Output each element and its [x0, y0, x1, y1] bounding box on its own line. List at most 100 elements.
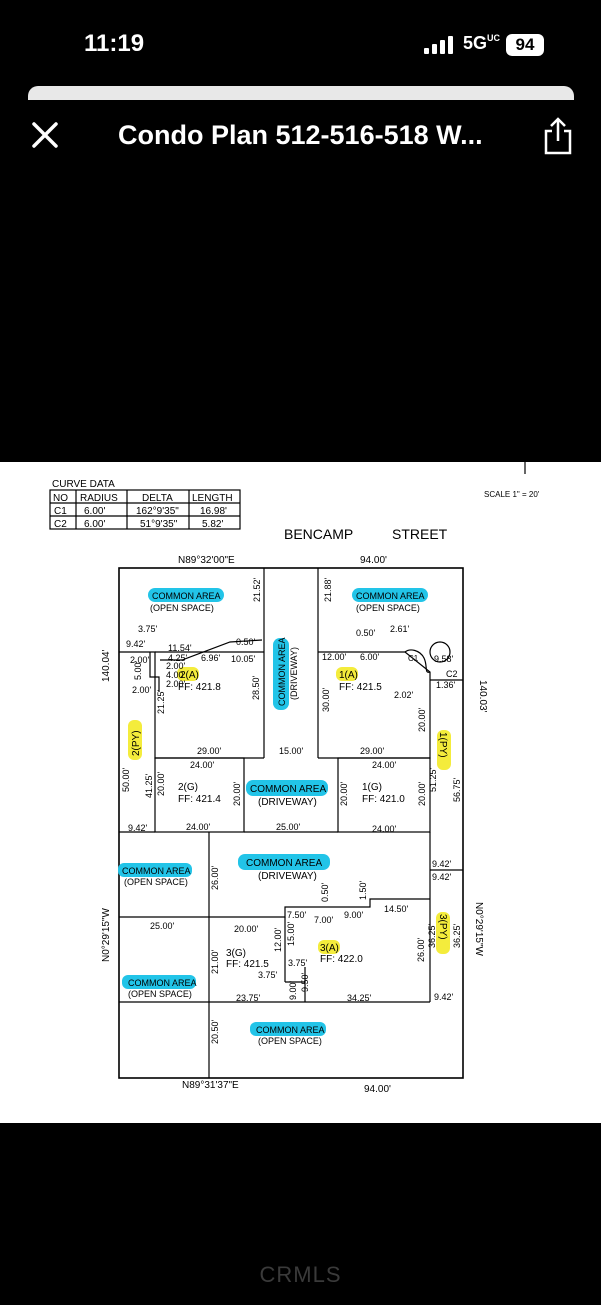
curve-c2-delta: 51°9'35"	[140, 519, 178, 530]
dim: 41.25'	[144, 773, 154, 798]
dim: 50.00'	[121, 767, 131, 792]
ca2-line1: COMMON AREA	[356, 591, 425, 601]
unit-1a-name: 1(A)	[339, 670, 358, 681]
ca-bottom-line1: COMMON AREA	[256, 1025, 325, 1035]
dim: 21.00'	[210, 949, 220, 974]
dim: 51.25'	[428, 767, 438, 792]
unit-2g-name: 2(G)	[178, 782, 198, 793]
ca-left-low-line2: (OPEN SPACE)	[128, 989, 192, 999]
dim: 20.00'	[234, 924, 259, 934]
curve-c1-radius: 6.00'	[84, 506, 105, 517]
unit-1g-name: 1(G)	[362, 782, 382, 793]
ca-bottom-line2: (OPEN SPACE)	[258, 1036, 322, 1046]
bearing-left: N0°29'15"W	[101, 908, 112, 962]
dim: 7.00'	[314, 915, 334, 925]
ca-drive-big-line1: COMMON AREA	[246, 858, 322, 869]
dim: 1.50'	[358, 880, 368, 900]
curve-c1-length: 16.98'	[200, 506, 227, 517]
share-icon[interactable]	[540, 115, 576, 157]
dim: 4.25'	[168, 653, 188, 663]
unit-3g-ff: FF: 421.5	[226, 959, 269, 970]
ca-left-mid-line1: COMMON AREA	[122, 866, 191, 876]
bearing-top: N89°32'00"E	[178, 555, 235, 566]
ca1-line1: COMMON AREA	[152, 591, 221, 601]
dim: 15.00'	[286, 921, 296, 946]
scale-note: SCALE 1" = 20'	[484, 490, 540, 499]
dim: 9.42'	[434, 992, 454, 1002]
dim: 9.42'	[432, 859, 452, 869]
curve-header-no: NO	[53, 493, 68, 504]
ca2-line2: (OPEN SPACE)	[356, 603, 420, 613]
dim: 30.00'	[321, 687, 331, 712]
unit-1py: 1(PY)	[437, 732, 448, 758]
watermark-text: CRMLS	[259, 1262, 342, 1287]
dim: 24.00'	[186, 822, 211, 832]
dim: 11.54'	[168, 643, 192, 653]
ca-drive-big-line2: (DRIVEWAY)	[258, 871, 317, 882]
dim: 36.25'	[452, 923, 462, 948]
dim: 2.00'	[130, 655, 150, 665]
curve-header-radius: RADIUS	[80, 493, 118, 504]
dim: 20.50'	[210, 1019, 220, 1044]
dim: 0.50'	[356, 628, 376, 638]
dim: 20.00'	[232, 781, 242, 806]
dim-top-total: 94.00'	[360, 555, 387, 566]
street-name-left: BENCAMP	[284, 526, 353, 542]
dim: 34.25'	[347, 993, 372, 1003]
document-image[interactable]: CURVE DATA NO RADIUS DELTA LENGTH C1 6.0…	[0, 462, 601, 1123]
dim: 3.75'	[258, 970, 278, 980]
condo-plan-drawing: CURVE DATA NO RADIUS DELTA LENGTH C1 6.0…	[49, 462, 540, 1095]
dim: 0.50'	[320, 882, 330, 902]
dim: 1.36'	[436, 680, 456, 690]
dim: 21.52'	[252, 577, 262, 602]
dim: 26.00'	[416, 937, 426, 962]
curve-c2-radius: 6.00'	[84, 519, 105, 530]
network-label: 5GUC	[463, 33, 501, 53]
close-icon[interactable]	[28, 118, 62, 152]
dim: 24.00'	[190, 760, 215, 770]
dim: 2.00'	[166, 661, 186, 671]
ca-left-mid-line2: (OPEN SPACE)	[124, 877, 188, 887]
ca-left-low-line1: COMMON AREA	[128, 978, 197, 988]
dim-right-total: 140.03'	[477, 680, 488, 713]
dim: 6.96'	[201, 653, 221, 663]
dim: 0.50'	[236, 637, 256, 647]
unit-1a-ff: FF: 421.5	[339, 682, 382, 693]
status-bar: 11:19 5GUC 94	[0, 0, 601, 80]
dim: 20.00'	[339, 781, 349, 806]
document-title: Condo Plan 512-516-518 W...	[118, 120, 483, 150]
sheet-grabber[interactable]	[28, 86, 574, 100]
dim: 28.50'	[251, 675, 261, 700]
dim: 29.00'	[197, 746, 222, 756]
unit-3a-name: 3(A)	[320, 943, 339, 954]
dim: 2.02'	[394, 690, 414, 700]
curve-c2-length: 5.82'	[202, 519, 223, 530]
dim: 9.58'	[434, 654, 454, 664]
dim: 7.50'	[287, 910, 307, 920]
curve-c2-no: C2	[54, 519, 67, 530]
dim: 36.25'	[427, 923, 437, 948]
dim: 2.61'	[390, 624, 410, 634]
dim: 21.88'	[323, 577, 333, 602]
unit-2a-ff: FF: 421.8	[178, 682, 221, 693]
curve-label: C2	[446, 669, 458, 679]
dim: 3.75'	[138, 624, 158, 634]
dim: 9.00'	[288, 980, 298, 1000]
unit-2a-name: 2(A)	[180, 670, 199, 681]
dim: 9.00'	[344, 910, 364, 920]
dim: 2.00'	[132, 685, 152, 695]
ca-drive-v-line2: (DRIVEWAY)	[289, 647, 299, 700]
battery-indicator: 94	[506, 34, 544, 56]
dim: 25.00'	[150, 921, 175, 931]
dim-left-total: 140.04'	[101, 649, 112, 682]
dim: 56.75'	[452, 777, 462, 802]
unit-1g-ff: FF: 421.0	[362, 794, 405, 805]
dim: 26.00'	[210, 865, 220, 890]
dim: 14.50'	[384, 904, 409, 914]
curve-c1-no: C1	[54, 506, 67, 517]
curve-c1-delta: 162°9'35"	[136, 506, 179, 517]
dim: 9.42'	[432, 872, 452, 882]
dim: 9.42'	[128, 823, 148, 833]
dim: 5.00'	[133, 660, 143, 680]
dim: 20.00'	[417, 781, 427, 806]
